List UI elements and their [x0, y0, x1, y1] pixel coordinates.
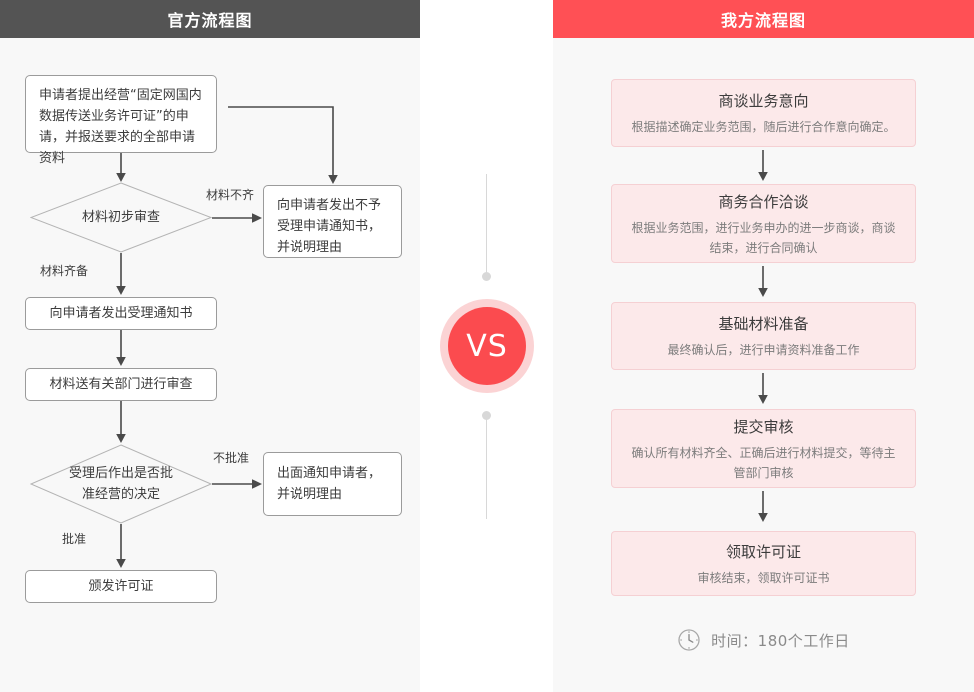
node-accept-notice-label: 向申请者发出受理通知书 — [49, 306, 193, 321]
our-flow-header: 我方流程图 — [553, 0, 974, 38]
official-flow-panel: 官方流程图 申请者提出经营“固定网国内数据传送业务许可证”的申请，并报送要求的全… — [0, 0, 420, 692]
node-application: 申请者提出经营“固定网国内数据传送业务许可证”的申请，并报送要求的全部申请资料 — [25, 75, 217, 166]
step-card-3: 基础材料准备 最终确认后，进行申请资料准备工作 — [611, 302, 916, 370]
step-card-1-desc: 根据描述确定业务范围，随后进行合作意向确定。 — [631, 120, 896, 134]
official-flow-header: 官方流程图 — [0, 0, 420, 38]
connector-step-1-to-2 — [758, 150, 768, 181]
connector-decision-to-issue-license — [116, 524, 126, 568]
node-deny-notice: 出面通知申请者，并说明理由 — [263, 452, 402, 516]
connector-decision-to-deny-notice — [212, 479, 262, 489]
step-card-5: 领取许可证 审核结束，领取许可证书 — [611, 531, 916, 596]
node-reject-notice: 向申请者发出不予受理申请通知书，并说明理由 — [263, 185, 402, 258]
edge-label-not-approved: 不批准 — [213, 451, 250, 465]
node-reject-notice-label: 向申请者发出不予受理申请通知书，并说明理由 — [277, 198, 382, 255]
step-card-5-title: 领取许可证 — [725, 542, 801, 561]
our-flow-title: 我方流程图 — [720, 11, 806, 30]
duration-label: 时间：180个工作日 — [711, 631, 850, 650]
connector-first-review-to-reject-notice — [212, 213, 262, 223]
decision-first-review: 材料初步审查 — [30, 182, 212, 253]
edge-label-materials-complete: 材料齐备 — [40, 264, 89, 278]
step-card-2-title: 商务合作洽谈 — [718, 192, 809, 211]
decision-approval: 受理后作出是否批 准经营的决定 — [30, 444, 212, 524]
step-card-2: 商务合作洽谈 根据业务范围，进行业务申办的进一步商谈，商谈结束，进行合同确认 — [611, 184, 916, 263]
decision-approval-line2: 准经营的决定 — [81, 487, 160, 502]
vs-line-top — [486, 174, 487, 274]
step-card-1-title: 商谈业务意向 — [718, 92, 809, 110]
step-card-4: 提交审核 确认所有材料齐全、正确后进行材料提交，等待主管部门审核 — [611, 409, 916, 488]
connector-accept-notice-to-dept-review — [116, 330, 126, 366]
connector-step-3-to-4 — [758, 373, 768, 404]
vs-badge-label: VS — [466, 328, 508, 364]
node-application-label: 申请者提出经营“固定网国内数据传送业务许可证”的申请，并报送要求的全部申请资料 — [39, 88, 202, 166]
connector-step-2-to-3 — [758, 266, 768, 297]
node-issue-license: 颁发许可证 — [25, 570, 217, 603]
step-card-2-desc: 根据业务范围，进行业务申办的进一步商谈，商谈结束，进行合同确认 — [631, 220, 896, 255]
node-dept-review-label: 材料送有关部门进行审查 — [49, 377, 193, 392]
vs-dot-bottom — [482, 411, 491, 420]
connector-step-4-to-5 — [758, 491, 768, 522]
duration-footer: 时间：180个工作日 — [611, 622, 916, 658]
vs-line-bottom — [486, 419, 487, 519]
decision-first-review-label: 材料初步审查 — [81, 210, 160, 225]
step-card-3-title: 基础材料准备 — [718, 315, 809, 333]
step-card-4-desc: 确认所有材料齐全、正确后进行材料提交，等待主管部门审核 — [631, 445, 896, 480]
step-card-5-desc: 审核结束，领取许可证书 — [697, 570, 830, 585]
node-accept-notice: 向申请者发出受理通知书 — [25, 297, 217, 330]
vs-badge-inner: VS — [448, 307, 526, 385]
node-issue-license-label: 颁发许可证 — [88, 579, 154, 594]
node-deny-notice-label: 出面通知申请者，并说明理由 — [277, 466, 382, 502]
step-card-1: 商谈业务意向 根据描述确定业务范围，随后进行合作意向确定。 — [611, 79, 916, 147]
decision-approval-label: 受理后作出是否批 准经营的决定 — [30, 444, 212, 524]
vs-dot-top — [482, 272, 491, 281]
step-card-4-title: 提交审核 — [733, 417, 794, 436]
edge-label-approved: 批准 — [62, 532, 87, 546]
decision-approval-line1: 受理后作出是否批 — [68, 466, 173, 481]
connector-dept-review-to-decision — [116, 401, 126, 443]
official-flow-title: 官方流程图 — [167, 11, 253, 30]
connector-first-review-to-accept-notice — [116, 253, 126, 295]
vs-badge: VS — [440, 299, 534, 393]
step-card-3-desc: 最终确认后，进行申请资料准备工作 — [667, 343, 860, 357]
node-dept-review: 材料送有关部门进行审查 — [25, 368, 217, 401]
clock-icon — [677, 628, 701, 652]
connector-application-to-reject-notice — [228, 106, 338, 184]
connector-application-to-first-review — [116, 153, 126, 182]
edge-label-materials-incomplete: 材料不齐 — [206, 188, 255, 202]
